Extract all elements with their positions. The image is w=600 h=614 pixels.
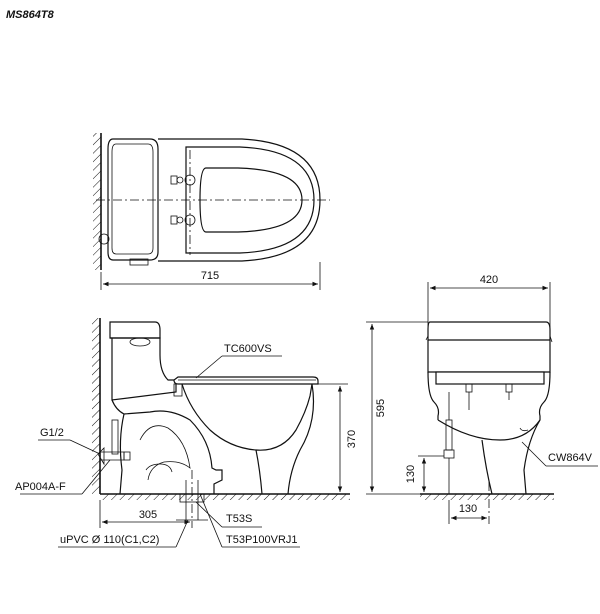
dim-supply-height: 130	[405, 465, 417, 483]
dim-height: 595	[375, 399, 387, 417]
bowl-inner-top	[199, 167, 303, 233]
tank-top	[107, 138, 159, 261]
tank-lid-side	[109, 321, 161, 339]
wall-hatch-side	[92, 318, 100, 494]
floor-hatch-front	[420, 494, 554, 500]
label-stop-valve: AP004A-F	[15, 481, 66, 493]
floor-hatch-side	[100, 494, 350, 500]
label-seat: TC600VS	[224, 343, 272, 355]
wall-hatch-top	[93, 133, 101, 270]
tank-lid-front	[427, 321, 551, 341]
tank-side	[110, 337, 177, 401]
seat-front	[435, 371, 545, 385]
front-view: 420 595 130 130 CW864V	[366, 274, 598, 524]
dim-rough-in: 305	[139, 509, 157, 521]
label-adapter: T53P100VRJ1	[226, 534, 298, 546]
label-body: CW864V	[548, 452, 593, 464]
label-flange: T53S	[226, 513, 252, 525]
seat-side	[173, 376, 319, 385]
dim-seat-height: 370	[346, 430, 358, 448]
dim-total-length: 715	[201, 270, 219, 282]
label-drain-pipe: uPVC Ø 110(C1,C2)	[60, 534, 159, 546]
dim-supply-offset: 130	[459, 503, 477, 515]
trapway-side	[111, 399, 223, 494]
dim-width: 420	[480, 274, 498, 286]
model-title: MS864T8	[6, 9, 55, 21]
label-supply: G1/2	[40, 427, 64, 439]
bowl-outline-side	[181, 383, 313, 451]
tank-front	[427, 340, 551, 373]
pedestal-right	[523, 419, 541, 495]
side-view: 370 305 TC600VS G1/2 AP004A-F uPVC Ø 110…	[15, 318, 358, 548]
top-view: 715	[93, 133, 330, 290]
pedestal-left	[481, 439, 493, 495]
